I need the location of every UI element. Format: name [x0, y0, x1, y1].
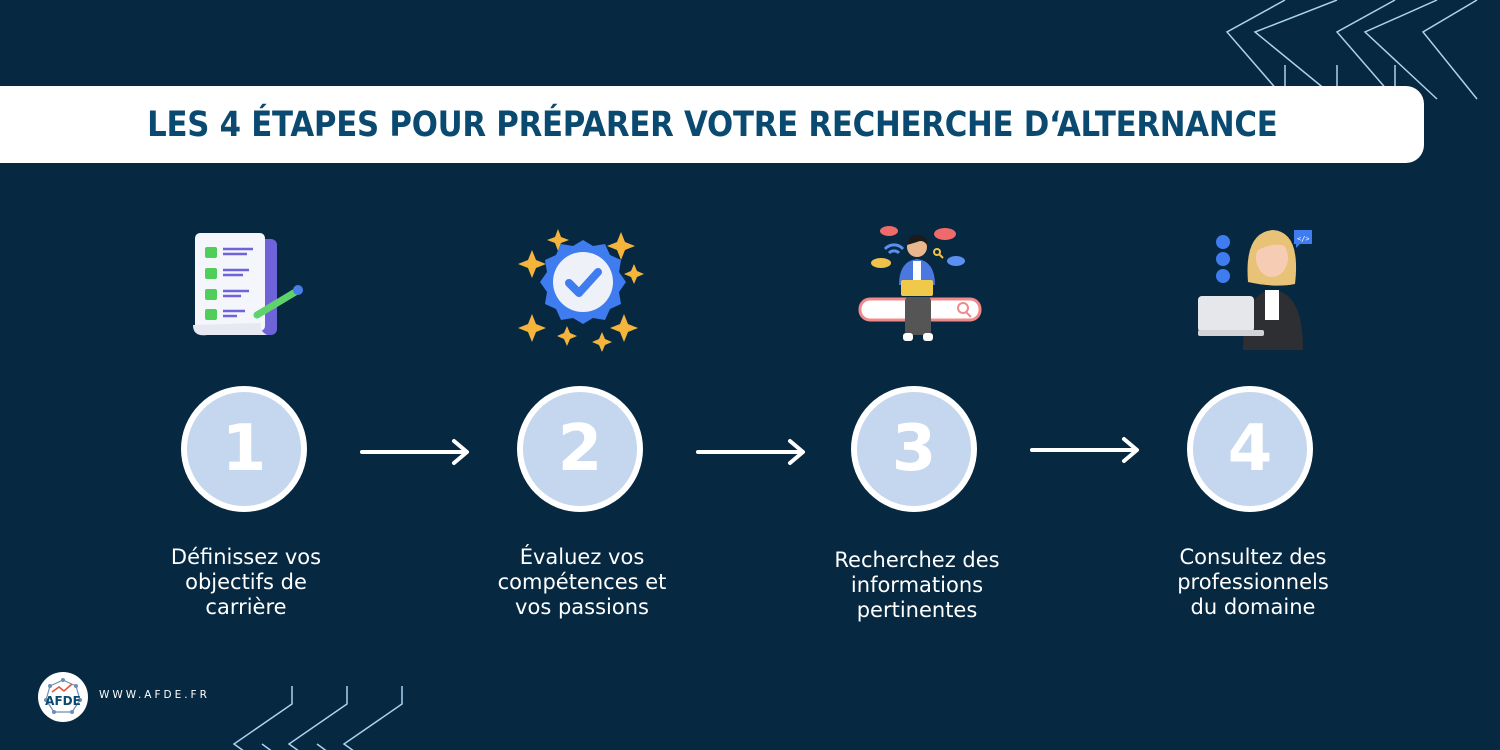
step-4-label-line: Consultez des	[1179, 545, 1327, 569]
step-3-label: Recherchez des informations pertinentes	[807, 548, 1027, 623]
step-1-label-line: Définissez vos	[170, 545, 322, 569]
afde-logo: AFDE	[38, 672, 88, 722]
svg-text:</>: </>	[1297, 235, 1310, 243]
step-2-number: 2	[557, 412, 603, 486]
arrow-right-icon	[696, 439, 805, 465]
step-1-number: 1	[221, 412, 267, 486]
checklist-icon	[193, 233, 303, 336]
step-3-label-line: informations	[850, 573, 984, 597]
afde-logo-icon: AFDE	[44, 678, 82, 714]
step-1-label: Définissez vos objectifs de carrière	[136, 545, 356, 620]
step-2-number-circle: 2	[517, 386, 643, 512]
arrow-right-icon	[360, 439, 469, 465]
step-4-number: 4	[1227, 412, 1273, 486]
website-link[interactable]: WWW.AFDE.FR	[99, 689, 210, 701]
step-3-label-line: pertinentes	[856, 598, 978, 622]
decorative-chevrons-top	[1225, 0, 1478, 100]
person-searching-icon	[858, 226, 982, 341]
step-4-label-line: du domaine	[1190, 595, 1316, 619]
arrow-right-icon	[1030, 437, 1139, 463]
step-2-label-line: Évaluez vos	[519, 545, 645, 569]
step-2-label-line: vos passions	[515, 595, 649, 619]
step-1-label-line: carrière	[205, 595, 287, 619]
verified-badge-icon	[518, 229, 644, 352]
step-4-label-line: professionnels	[1177, 570, 1329, 594]
decorative-chevrons-bottom	[232, 686, 403, 750]
svg-text:AFDE: AFDE	[45, 694, 81, 708]
step-2-label-line: compétences et	[497, 570, 667, 594]
step-1-number-circle: 1	[181, 386, 307, 512]
step-2-label: Évaluez vos compétences et vos passions	[472, 545, 692, 620]
step-1-label-line: objectifs de	[185, 570, 307, 594]
step-3-label-line: Recherchez des	[834, 548, 1000, 572]
step-3-number-circle: 3	[851, 386, 977, 512]
title-banner: LES 4 ÉTAPES POUR PRÉPARER VOTRE RECHERC…	[0, 86, 1424, 163]
professional-with-laptop-icon: </>	[1198, 230, 1312, 350]
page-title: LES 4 ÉTAPES POUR PRÉPARER VOTRE RECHERC…	[146, 104, 1278, 145]
step-4-number-circle: 4	[1187, 386, 1313, 512]
step-4-label: Consultez des professionnels du domaine	[1143, 545, 1363, 620]
step-3-number: 3	[891, 412, 937, 486]
